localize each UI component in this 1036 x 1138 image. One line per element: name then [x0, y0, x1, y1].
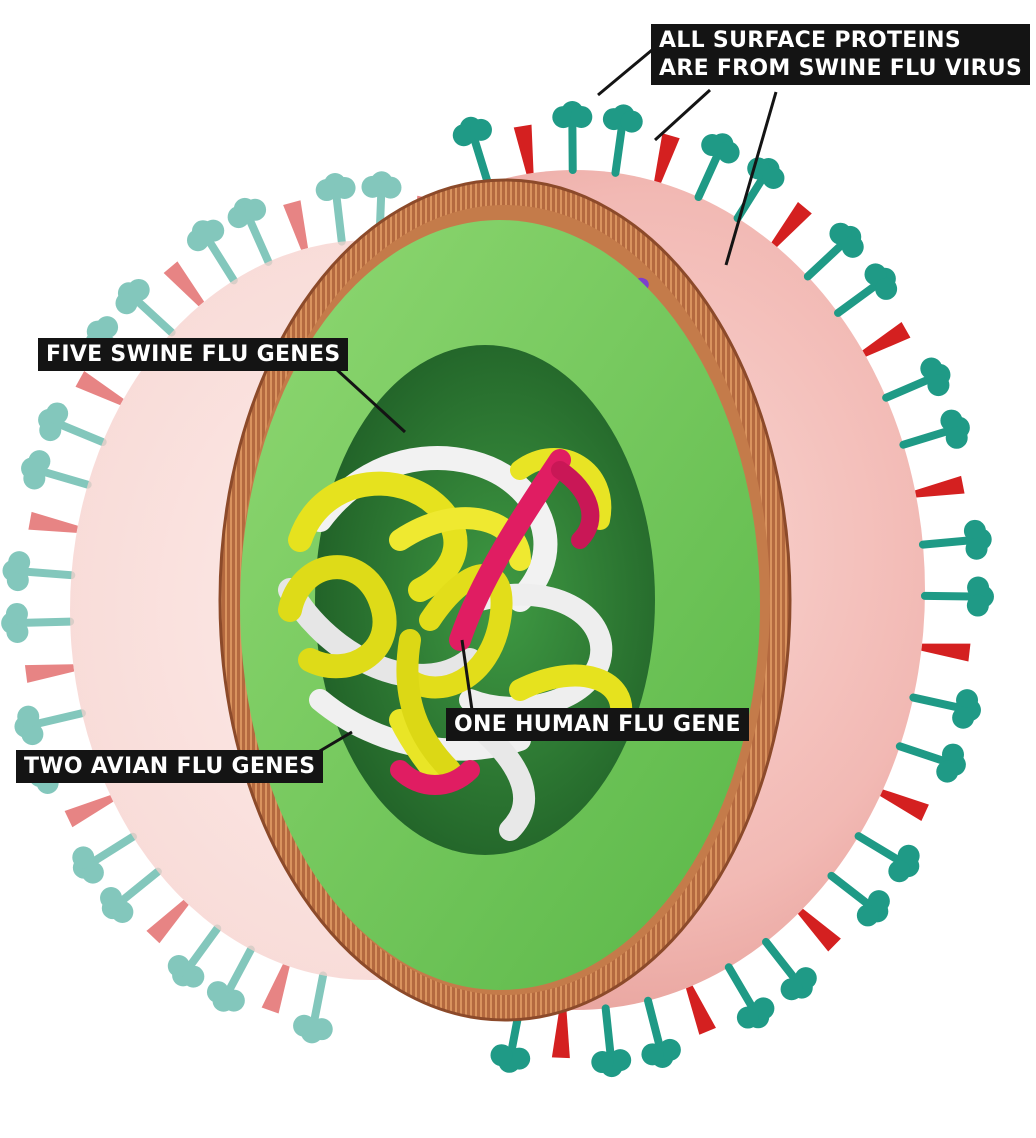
label-one-human-flu-gene: ONE HUMAN FLU GENE [446, 708, 749, 741]
back-hemagglutinin-3 [167, 924, 222, 988]
back-hemagglutinin-15 [38, 402, 107, 447]
front-hemagglutinin-6 [733, 157, 785, 223]
front-hemagglutinin-14 [918, 519, 992, 560]
back-hemagglutinin-21 [227, 197, 273, 266]
back-neuraminidase-19 [163, 261, 205, 307]
front-neuraminidase-10 [862, 322, 911, 357]
front-hemagglutinin-11 [882, 357, 951, 402]
front-neuraminidase-7 [771, 202, 812, 247]
front-hemagglutinin-18 [895, 742, 966, 783]
back-hemagglutinin-2 [206, 945, 255, 1012]
back-neuraminidase-1 [261, 964, 290, 1014]
front-neuraminidase-28 [551, 1009, 570, 1059]
front-neuraminidase-19 [880, 789, 929, 821]
front-hemagglutinin-0 [452, 116, 492, 188]
label-two-avian-flu-genes: TWO AVIAN FLU GENES [16, 750, 324, 783]
front-neuraminidase-1 [513, 124, 534, 175]
back-neuraminidase-4 [146, 899, 189, 944]
front-neuraminidase-4 [654, 133, 680, 183]
front-hemagglutinin-9 [834, 263, 898, 317]
label-five-swine-flu-genes: FIVE SWINE FLU GENES [38, 338, 349, 371]
back-neuraminidase-10 [24, 664, 75, 683]
front-neuraminidase-13 [915, 475, 965, 498]
label-two-avian-flu-genes-text: TWO AVIAN FLU GENES [24, 754, 316, 779]
rna-gene-segments [278, 445, 633, 841]
back-neuraminidase-16 [75, 370, 124, 406]
front-hemagglutinin-2 [552, 101, 593, 175]
front-hemagglutinin-20 [854, 832, 920, 883]
front-hemagglutinin-5 [694, 133, 740, 202]
front-hemagglutinin-15 [920, 576, 994, 617]
front-hemagglutinin-17 [909, 689, 981, 729]
label-five-swine-flu-genes-text: FIVE SWINE FLU GENES [46, 342, 341, 367]
label-surface-proteins: ALL SURFACE PROTEINS ARE FROM SWINE FLU … [651, 24, 1031, 85]
surface-spikes [452, 101, 994, 1078]
back-neuraminidase-22 [283, 200, 309, 250]
front-neuraminidase-22 [797, 908, 841, 952]
front-neuraminidase-25 [685, 985, 716, 1035]
front-hemagglutinin-27 [591, 1004, 632, 1078]
back-hemagglutinin-24 [361, 171, 402, 245]
front-hemagglutinin-23 [762, 937, 817, 1001]
front-hemagglutinin-26 [641, 996, 681, 1068]
back-hemagglutinin-0 [293, 971, 333, 1044]
back-hemagglutinin-9 [14, 705, 86, 746]
back-hemagglutinin-20 [186, 219, 238, 285]
front-hemagglutinin-12 [899, 409, 970, 449]
front-hemagglutinin-24 [724, 963, 775, 1029]
back-neuraminidase-7 [64, 795, 114, 828]
front-neuraminidase-16 [921, 643, 971, 662]
label-one-human-flu-gene-text: ONE HUMAN FLU GENE [454, 712, 741, 737]
front-hemagglutinin-8 [803, 222, 864, 281]
back-hemagglutinin-14 [21, 450, 92, 490]
label-surface-proteins-line1: ALL SURFACE PROTEINS [659, 28, 961, 53]
back-hemagglutinin-12 [2, 551, 76, 592]
back-hemagglutinin-11 [1, 602, 75, 643]
back-hemagglutinin-23 [315, 173, 356, 246]
front-hemagglutinin-21 [827, 871, 890, 927]
back-hemagglutinin-18 [115, 278, 176, 337]
back-neuraminidase-13 [28, 511, 78, 533]
back-hemagglutinin-6 [72, 832, 137, 884]
back-hemagglutinin-5 [100, 867, 162, 923]
label-surface-proteins-line2: ARE FROM SWINE FLU VIRUS [659, 56, 1023, 81]
front-hemagglutinin-3 [602, 104, 643, 177]
